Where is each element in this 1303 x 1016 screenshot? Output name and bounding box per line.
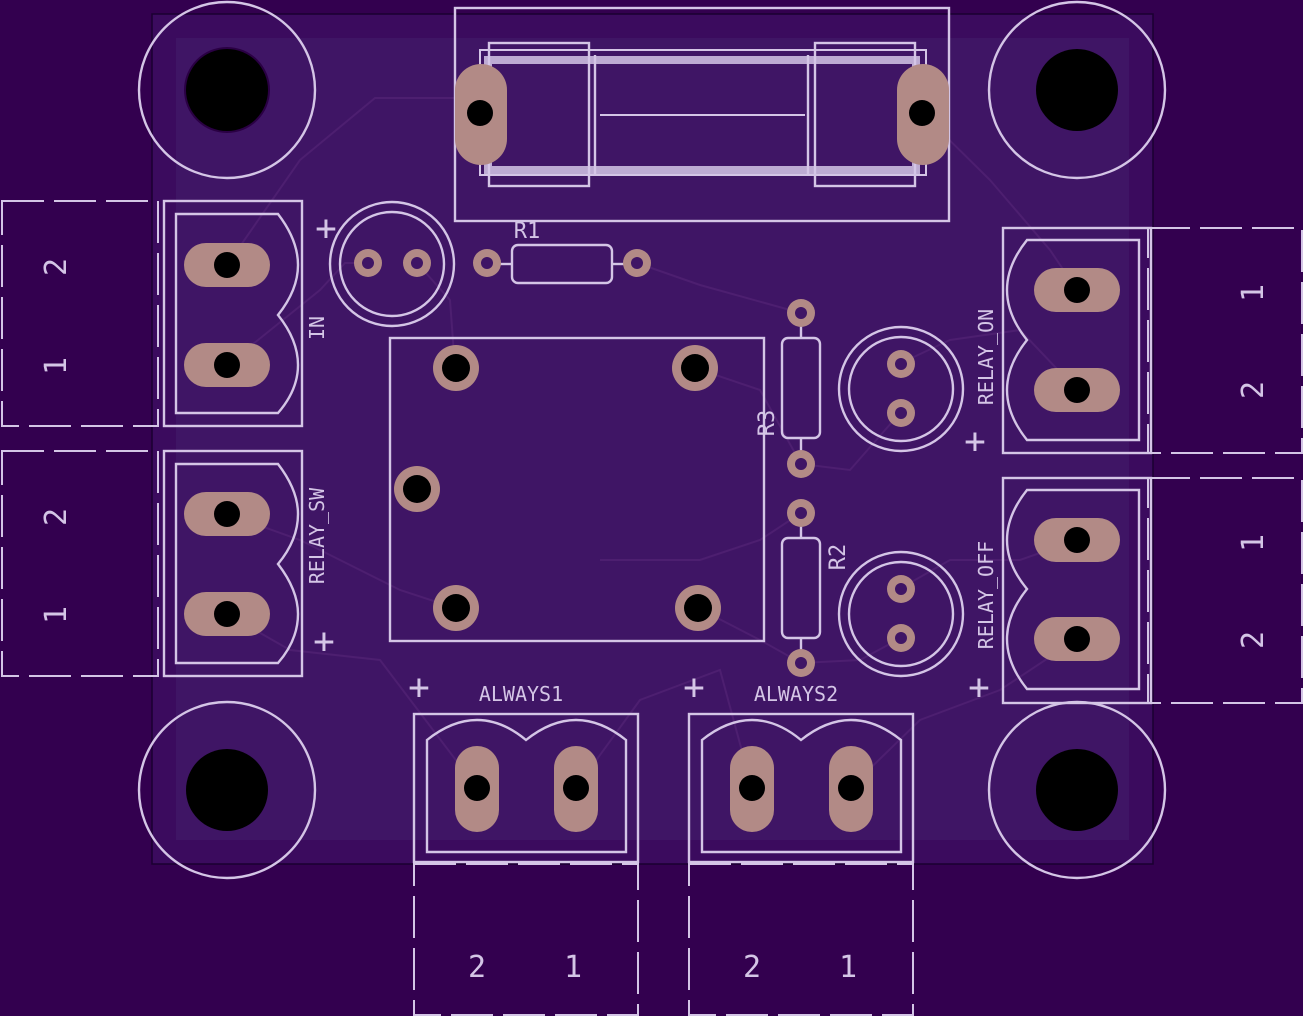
connector-always2-pin-right: 1: [839, 950, 857, 985]
label-relay-on: RELAY_ON: [974, 309, 998, 405]
polarity-mark-always1: +: [408, 667, 430, 708]
led-relay-on: +: [837, 325, 986, 462]
connector-relay-on: 1 2 RELAY_ON: [974, 226, 1303, 455]
connector-relay-sw-pin-bottom: 1: [39, 606, 74, 624]
connector-always1-pin-left: 2: [468, 950, 486, 985]
mounting-hole-top-left: [137, 0, 317, 180]
label-relay-off: RELAY_OFF: [974, 541, 998, 649]
connector-in-pin-bottom: 1: [39, 357, 74, 375]
label-r2: R2: [826, 544, 851, 571]
connector-relay-sw: 2 1 RELAY_SW +: [1, 449, 335, 678]
polarity-mark-always2: +: [683, 667, 705, 708]
connector-always2: 2 1 ALWAYS2 +: [683, 667, 915, 1016]
connector-relay-on-pin-top: 1: [1236, 284, 1271, 302]
connector-relay-off: 1 2 RELAY_OFF: [974, 476, 1303, 705]
connector-always1-pin-right: 1: [564, 950, 582, 985]
mounting-holes: [137, 0, 1167, 880]
label-in: IN: [305, 316, 329, 340]
polarity-mark-led-off: +: [968, 667, 990, 708]
connector-in-pin-top: 2: [39, 258, 74, 276]
label-r3: R3: [755, 410, 780, 437]
label-always2: ALWAYS2: [754, 682, 838, 706]
mounting-hole-top-right: [987, 0, 1167, 180]
connector-relay-off-pin-bottom: 2: [1236, 631, 1271, 649]
label-r1: R1: [514, 219, 541, 244]
connector-relay-off-pin-top: 1: [1236, 534, 1271, 552]
polarity-mark-led-top: +: [315, 208, 337, 249]
connector-relay-on-pin-bottom: 2: [1236, 381, 1271, 399]
resistor-r1: R1: [473, 219, 651, 285]
label-always1: ALWAYS1: [479, 682, 563, 706]
mounting-hole-bottom-left: [137, 700, 317, 880]
polarity-mark-led-on: +: [964, 421, 986, 462]
copper-pour: [176, 38, 1129, 840]
led-top: +: [315, 200, 456, 328]
connector-relay-sw-pin-top: 2: [39, 508, 74, 526]
connector-always2-pin-left: 2: [743, 950, 761, 985]
resistor-r2: R2: [780, 499, 851, 677]
fuse-holder: [453, 6, 951, 223]
relay: [388, 336, 766, 643]
label-relay-sw: RELAY_SW: [305, 487, 329, 584]
led-relay-off: +: [837, 550, 990, 708]
connector-in: 2 1 IN: [1, 199, 329, 428]
connector-always1: 2 1 ALWAYS1 +: [408, 667, 640, 1016]
resistor-r3: R3: [755, 299, 822, 478]
board-outline: [151, 13, 1154, 865]
polarity-mark-relay-sw: +: [313, 621, 335, 662]
